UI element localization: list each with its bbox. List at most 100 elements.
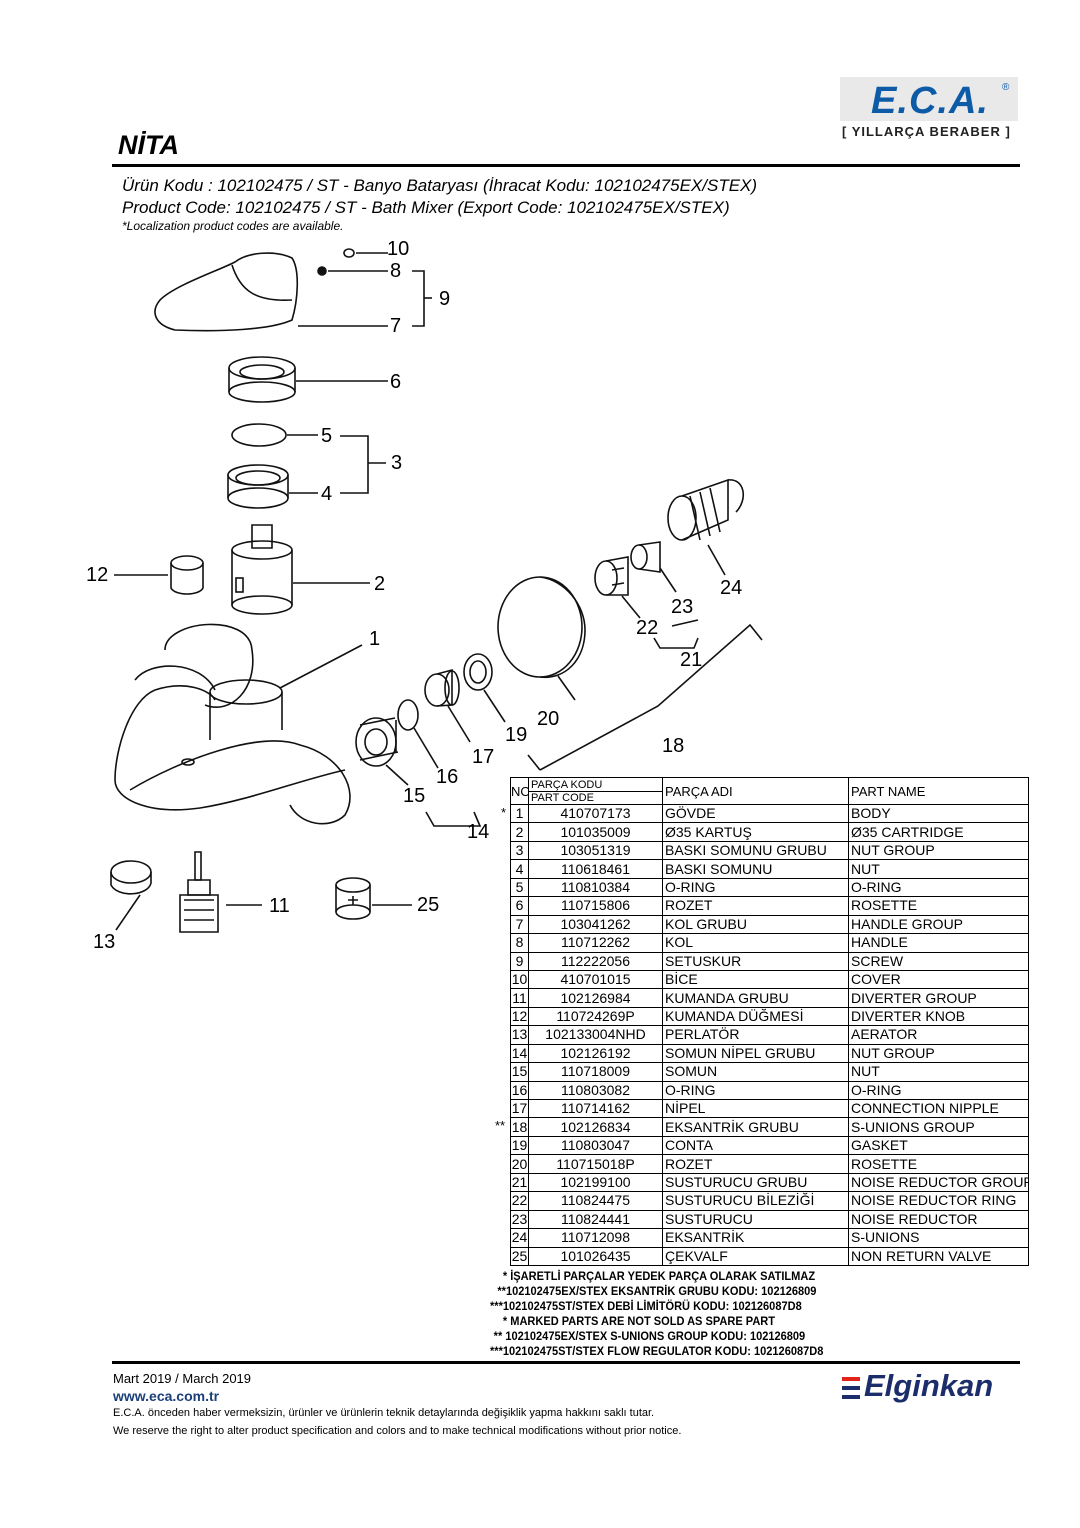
callout-25: 25: [417, 894, 440, 916]
cell-en: NOISE REDUCTOR RING: [848, 1191, 1029, 1211]
cell-code: 110712262: [528, 933, 663, 953]
note-line: ***102102475ST/STEX DEBİ LİMİTÖRÜ KODU: …: [490, 1299, 802, 1313]
cell-code: 102126984: [528, 988, 663, 1008]
cell-en: NON RETURN VALVE: [848, 1246, 1029, 1266]
cell-no: 14: [510, 1043, 529, 1064]
parts-table: NO PARÇA KODU PART CODE PARÇA ADI PART N…: [510, 777, 1029, 1266]
cell-en: BODY: [848, 803, 1029, 824]
cell-en: CONNECTION NIPPLE: [848, 1098, 1029, 1119]
cell-no: 2: [510, 822, 529, 842]
table-header-row: NO PARÇA KODU PART CODE PARÇA ADI PART N…: [510, 777, 1029, 805]
cell-en: ROSETTE: [848, 896, 1029, 916]
cell-en: NUT GROUP: [848, 840, 1029, 861]
cell-en: ROSETTE: [848, 1154, 1029, 1174]
cell-no: 3: [510, 840, 529, 861]
cell-tr: ROZET: [662, 896, 849, 916]
cell-en: SCREW: [848, 951, 1029, 971]
part-handle-drawing: [154, 252, 432, 332]
cell-en: NOISE REDUCTOR: [848, 1209, 1029, 1230]
note-line: ** 102102475EX/STEX S-UNIONS GROUP KODU:…: [493, 1329, 806, 1343]
callout-4: 4: [321, 483, 333, 505]
registered-mark: ®: [1002, 82, 1010, 93]
cell-code: 101035009: [528, 822, 663, 842]
footer-divider: [112, 1361, 1020, 1364]
cell-en: DIVERTER KNOB: [848, 1006, 1029, 1027]
cell-tr: NİPEL: [662, 1098, 849, 1119]
callout-7: 7: [390, 315, 402, 337]
callout-13: 13: [93, 931, 116, 953]
eca-logo: E.C.A.: [871, 80, 989, 122]
elginkan-logo: Elginkan: [864, 1368, 994, 1403]
cell-tr: O-RING: [662, 1080, 849, 1101]
cell-tr: BASKI SOMUNU GRUBU: [662, 840, 849, 861]
cell-code: 110715018P: [528, 1154, 663, 1174]
cell-tr: EKSANTRİK: [662, 1228, 849, 1248]
cell-no: 16: [510, 1080, 529, 1101]
cell-tr: SUSTURUCU GRUBU: [662, 1172, 849, 1193]
cell-tr: O-RING: [662, 877, 849, 898]
cell-en: Ø35 CARTRIDGE: [848, 822, 1029, 842]
part-large-rosette-drawing: [497, 576, 586, 701]
cell-en: NUT: [848, 859, 1029, 879]
localization-note: *Localization product codes are availabl…: [122, 219, 344, 233]
cell-en: HANDLE: [848, 933, 1029, 953]
cell-code: 102133004NHD: [528, 1025, 663, 1045]
cell-tr: KOL: [662, 933, 849, 953]
cell-en: S-UNIONS GROUP: [848, 1117, 1029, 1137]
cell-en: HANDLE GROUP: [848, 914, 1029, 935]
cell-no: 7: [510, 914, 529, 935]
cell-tr: CONTA: [662, 1135, 849, 1156]
cell-no: 21: [510, 1172, 529, 1193]
callout-6: 6: [390, 371, 402, 393]
callout-5: 5: [321, 425, 333, 447]
part-valve-drawing: [335, 877, 412, 920]
cell-code: 101026435: [528, 1246, 663, 1266]
part-knob-drawing: [114, 555, 204, 595]
cell-tr: SOMUN NİPEL GRUBU: [662, 1043, 849, 1064]
spare-part-notes: * İŞARETLİ PARÇALAR YEDEK PARÇA OLARAK S…: [490, 1269, 823, 1359]
publish-date: Mart 2019 / March 2019: [113, 1371, 252, 1386]
callout-14: 14: [467, 821, 490, 843]
cell-en: NUT: [848, 1062, 1029, 1082]
cell-tr: ROZET: [662, 1154, 849, 1174]
part-nut-drawing: [227, 435, 386, 509]
cell-code: 103041262: [528, 914, 663, 935]
header-part-code: PARÇA KODU PART CODE: [528, 777, 663, 805]
callout-20: 20: [537, 708, 560, 730]
cell-tr: Ø35 KARTUŞ: [662, 822, 849, 842]
part-oring-drawing: [231, 423, 318, 447]
callout-24: 24: [720, 577, 743, 599]
cell-code: 110810384: [528, 877, 663, 898]
part-aerator-drawing: [110, 860, 152, 931]
cell-code: 110712098: [528, 1228, 663, 1248]
cell-tr: KUMANDA DÜĞMESİ: [662, 1006, 849, 1027]
cell-tr: SUSTURUCU: [662, 1209, 849, 1230]
cell-code: 110824441: [528, 1209, 663, 1230]
callout-3: 3: [391, 452, 403, 474]
cell-no: 8: [510, 933, 529, 953]
cell-no: 20: [510, 1154, 529, 1174]
note-line: **102102475EX/STEX EKSANTRİK GRUBU KODU:…: [497, 1284, 817, 1298]
cell-tr: ÇEKVALF: [662, 1246, 849, 1266]
cell-tr: SETUSKUR: [662, 951, 849, 971]
cell-code: 110714162: [528, 1098, 663, 1119]
cell-code: 112222056: [528, 951, 663, 971]
cell-tr: GÖVDE: [662, 803, 849, 824]
website-link[interactable]: www.eca.com.tr: [113, 1388, 220, 1404]
part-gasket-drawing: [463, 653, 506, 723]
cell-no: 19: [510, 1135, 529, 1156]
row-mark: **: [495, 1118, 506, 1133]
